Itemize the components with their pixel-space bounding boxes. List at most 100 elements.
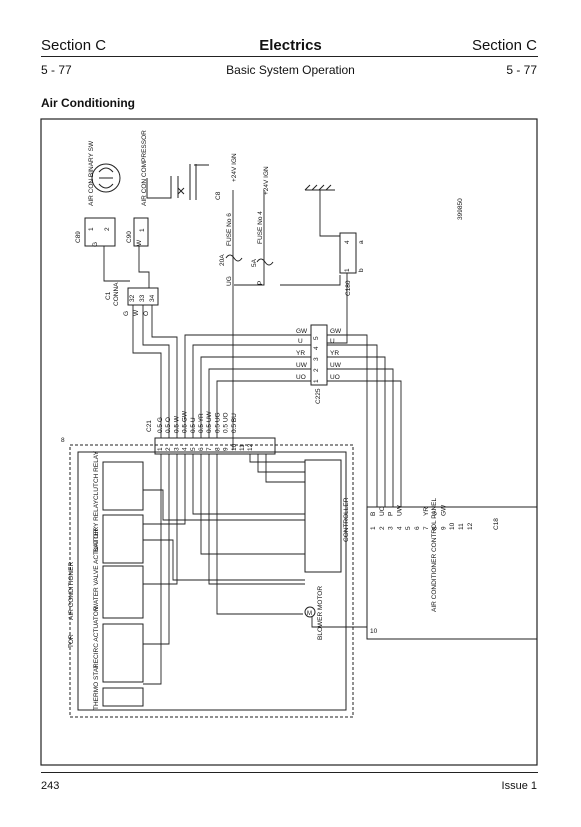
c1-label: C1 bbox=[105, 291, 112, 300]
c225-left-wire-u: U bbox=[298, 338, 303, 345]
c1-pin-32: 32 bbox=[129, 294, 136, 302]
c18-pin-7: 7 bbox=[423, 526, 430, 530]
c18-wire-4: UW bbox=[396, 504, 403, 516]
binary-switch-symbol bbox=[91, 163, 121, 193]
c21-pin-10: 10 bbox=[231, 443, 238, 451]
footer-rule bbox=[41, 772, 538, 773]
clutch-relay-label: CLUTCH RELAY bbox=[93, 450, 100, 500]
c21-wire-8: 0.5 UG bbox=[214, 412, 221, 433]
c21-pin-6: 6 bbox=[198, 447, 205, 451]
c18-pin-8: 8 bbox=[432, 526, 439, 530]
c21-label: C21 bbox=[146, 420, 153, 432]
c225-pin-1: 1 bbox=[313, 379, 320, 383]
c225-left-wire-yr: YR bbox=[296, 350, 305, 357]
c225-left-wire-gw: GW bbox=[296, 328, 308, 335]
tor-label: TOR bbox=[68, 634, 75, 648]
c180-label-b: b bbox=[358, 268, 365, 272]
c180-pin-b: 1 bbox=[344, 268, 351, 272]
c18-wire-8: U bbox=[432, 511, 439, 516]
c8-label: C8 bbox=[215, 191, 222, 200]
c18-pin-2: 2 bbox=[379, 526, 386, 530]
figure-id: 399850 bbox=[457, 198, 464, 220]
c225-left-wire-uw: UW bbox=[296, 362, 308, 369]
compressor-label: AIR CON COMPRESSOR bbox=[141, 130, 148, 206]
recirc-box bbox=[102, 623, 144, 683]
c21-wire-6: 0.5 YR bbox=[198, 413, 205, 433]
c21-wire-4: 0.5 GW bbox=[182, 410, 189, 433]
c90-wire: W bbox=[136, 239, 143, 246]
c225-connector bbox=[310, 324, 328, 386]
c21-wire-7: 0.5 UW bbox=[206, 410, 213, 433]
page-subtitle: Basic System Operation bbox=[226, 63, 355, 77]
c225-right-wire-yr: YR bbox=[330, 350, 339, 357]
section-title: Air Conditioning bbox=[41, 96, 135, 110]
c90-label: C90 bbox=[126, 231, 133, 243]
c180-label-a: a bbox=[358, 240, 365, 244]
c18-pin-10: 10 bbox=[449, 522, 456, 530]
c1-pin-34: 34 bbox=[149, 294, 156, 302]
c8-rating: 20A bbox=[219, 254, 226, 266]
section-label-right: Section C bbox=[471, 37, 537, 54]
header-rule bbox=[41, 56, 538, 57]
thermostat-label: THERMO STAT bbox=[93, 664, 100, 710]
c225-right-wire-uw: UW bbox=[330, 362, 342, 369]
c90-pin: 1 bbox=[139, 228, 146, 232]
c18-marker: 10 bbox=[370, 628, 378, 635]
battery-relay-box bbox=[102, 514, 144, 564]
c8-supply: +24V IGN bbox=[231, 153, 238, 182]
control-panel-label: AIR CONDITIONER CONTROL PANEL bbox=[431, 497, 438, 612]
c180-connector bbox=[339, 232, 357, 274]
c18-pin-5: 5 bbox=[405, 526, 412, 530]
control-panel-box bbox=[366, 506, 538, 640]
c18-wire-9: GW bbox=[440, 504, 447, 516]
c21-pin-5: 5 bbox=[190, 447, 197, 451]
c21-connector bbox=[154, 437, 276, 455]
c21-wire-3: 0.5 W bbox=[173, 415, 180, 433]
blower-symbol: M bbox=[307, 611, 312, 617]
c180-label: C180 bbox=[345, 280, 352, 296]
c89-label: C89 bbox=[75, 231, 82, 243]
page-ref-left: 5 - 77 bbox=[41, 63, 72, 77]
c18-pin-1: 1 bbox=[370, 526, 377, 530]
c18-pin-4: 4 bbox=[396, 526, 403, 530]
blower-label: BLOWER MOTOR bbox=[317, 586, 324, 640]
c21-pin-11: 11 bbox=[239, 444, 246, 451]
water-valve-box bbox=[102, 565, 144, 619]
blower-motor-symbol bbox=[304, 606, 316, 618]
fuse4-supply: +24V IGN bbox=[263, 166, 270, 195]
c18-wire-1: B bbox=[370, 512, 377, 516]
c89-wire: G bbox=[92, 242, 99, 247]
c18-pin-3: 3 bbox=[388, 526, 395, 530]
footer-page-number: 243 bbox=[41, 780, 60, 792]
controller-box bbox=[304, 459, 342, 573]
c18-pin-9: 9 bbox=[440, 526, 447, 530]
air-conditioner-unit-box bbox=[69, 444, 354, 718]
c225-pin-3: 3 bbox=[313, 357, 320, 361]
diagram-frame bbox=[40, 118, 538, 766]
c89-pin1: 1 bbox=[88, 227, 95, 231]
c21-wire-10: 0.5 BU bbox=[231, 413, 238, 433]
section-label-left: Section C bbox=[41, 37, 107, 54]
fuse4-wire: P bbox=[257, 281, 264, 285]
c21-wire-5: 0.5 U bbox=[190, 417, 197, 433]
unit-marker: 8 bbox=[61, 437, 65, 444]
fuse4-label: FUSE No 4 bbox=[257, 211, 264, 244]
c21-pin-7: 7 bbox=[206, 447, 213, 451]
c18-wire-7: YR bbox=[423, 507, 430, 516]
c18-pin-12: 12 bbox=[467, 522, 474, 530]
c18-wire-3: P bbox=[388, 512, 395, 516]
c1-wire-o: O bbox=[143, 311, 150, 316]
recirc-label: RECIRC ACTUATOR bbox=[93, 606, 100, 668]
c225-right-wire-uo: UO bbox=[330, 374, 340, 381]
fuse4-rating: 5A bbox=[251, 258, 258, 267]
c1-wire-g: G bbox=[123, 311, 130, 316]
wiring-diagram: 399850 AIR CON BINARY SW AIR CON COMPRES… bbox=[40, 118, 538, 766]
water-valve-label: WATER VALVE ACTUATOR bbox=[93, 529, 100, 610]
c18-wire-2: UO bbox=[379, 506, 386, 516]
c21-pin-4: 4 bbox=[182, 447, 189, 451]
footer-issue: Issue 1 bbox=[501, 780, 537, 792]
